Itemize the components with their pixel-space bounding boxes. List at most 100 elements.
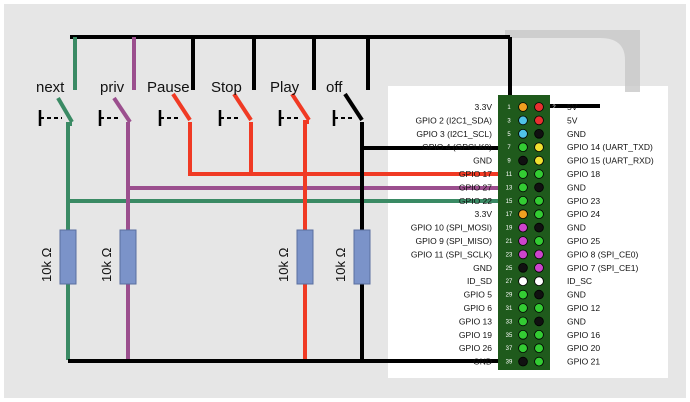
gpio-pin-right bbox=[534, 222, 544, 233]
resistor-play bbox=[296, 229, 314, 285]
gpio-pin-right bbox=[534, 182, 544, 193]
pin-label-right: GND bbox=[567, 290, 586, 300]
pin-label-left: 3.3V bbox=[475, 209, 493, 219]
gpio-pin-left bbox=[518, 356, 528, 367]
gpio-pin-left bbox=[518, 142, 528, 153]
pin-label-right: GPIO 12 bbox=[567, 303, 600, 313]
pin-number-right: 32 bbox=[551, 306, 558, 312]
pin-label-right: GPIO 20 bbox=[567, 343, 600, 353]
resistor-label-off: 10k Ω bbox=[333, 247, 348, 282]
resistor-off bbox=[353, 229, 371, 285]
pin-number-left: 33 bbox=[506, 319, 513, 325]
gpio-pin-left bbox=[518, 196, 528, 206]
pin-number-right: 2 bbox=[552, 105, 556, 111]
switch-next bbox=[38, 96, 74, 126]
gpio-pin-right bbox=[534, 316, 544, 327]
gpio-pin-left bbox=[518, 209, 528, 220]
pin-number-right: 34 bbox=[551, 319, 558, 325]
gpio-pin-right bbox=[534, 289, 544, 300]
gpio-pin-right bbox=[534, 329, 544, 340]
pin-number-right: 4 bbox=[552, 118, 556, 124]
pin-number-right: 28 bbox=[551, 279, 558, 285]
pin-number-right: 8 bbox=[552, 145, 556, 151]
pin-label-left: 3.3V bbox=[475, 102, 493, 112]
pin-label-right: GPIO 18 bbox=[567, 169, 600, 179]
gpio-pin-left bbox=[518, 222, 528, 233]
gpio-pin-left bbox=[518, 329, 528, 340]
pin-label-left: GND bbox=[473, 156, 492, 166]
gpio-pin-left bbox=[518, 262, 528, 273]
switch-pause bbox=[158, 92, 192, 126]
pin-number-right: 20 bbox=[551, 226, 558, 232]
pin-number-right: 18 bbox=[551, 212, 558, 218]
gpio-pin-right bbox=[534, 343, 544, 354]
gpio-pin-right bbox=[534, 236, 544, 246]
pin-label-right: ID_SC bbox=[567, 276, 592, 286]
pin-number-left: 23 bbox=[506, 252, 513, 258]
resistor-label-play: 10k Ω bbox=[276, 247, 291, 282]
pin-label-left: GPIO 27 bbox=[459, 182, 492, 192]
pin-number-right: 22 bbox=[551, 239, 558, 245]
switch-priv bbox=[98, 96, 132, 126]
pin-label-left: GND bbox=[473, 263, 492, 273]
gpio-pin-right bbox=[534, 142, 544, 153]
pin-number-right: 36 bbox=[551, 333, 558, 339]
gpio-pin-left bbox=[518, 249, 528, 260]
gpio-pin-left bbox=[518, 289, 528, 300]
pause-wire bbox=[188, 122, 500, 176]
gpio-pin-right bbox=[534, 356, 544, 367]
button-label-play: Play bbox=[270, 79, 300, 96]
gpio-pin-left bbox=[518, 169, 528, 179]
pin-number-right: 6 bbox=[552, 132, 556, 138]
pin-number-left: 21 bbox=[506, 239, 513, 245]
gpio-pin-right bbox=[534, 209, 544, 220]
gpio-pin-right bbox=[534, 262, 544, 273]
pin-label-left: GPIO 26 bbox=[459, 343, 492, 353]
pin-label-left: GPIO 5 bbox=[464, 290, 493, 300]
cable-smudge bbox=[505, 30, 640, 92]
button-label-pause: Pause bbox=[147, 79, 190, 96]
pin-label-right: GPIO 23 bbox=[567, 196, 600, 206]
gpio-pin-right bbox=[534, 155, 544, 166]
pin-label-left: GPIO 4 (GPCLK0) bbox=[422, 142, 492, 152]
pin-number-left: 25 bbox=[506, 266, 513, 272]
button-label-stop: Stop bbox=[211, 79, 242, 96]
switch-off bbox=[332, 92, 364, 126]
pin-number-right: 24 bbox=[551, 252, 558, 258]
pin-label-left: GPIO 3 (I2C1_SCL) bbox=[416, 129, 492, 139]
pin-label-right: GND bbox=[567, 129, 586, 139]
pin-label-left: GPIO 19 bbox=[459, 330, 492, 340]
pin-label-right: GND bbox=[567, 316, 586, 326]
pin-label-left: GPIO 13 bbox=[459, 316, 492, 326]
pin-number-left: 13 bbox=[506, 185, 513, 191]
gpio-pin-left bbox=[518, 316, 528, 327]
pin-label-left: GPIO 6 bbox=[464, 303, 493, 313]
pin-label-left: GPIO 2 (I2C1_SDA) bbox=[415, 115, 492, 125]
gpio-pin-left bbox=[518, 303, 528, 313]
pin-number-right: 14 bbox=[551, 185, 558, 191]
pin-label-right: GPIO 25 bbox=[567, 236, 600, 246]
pin-label-right: GPIO 14 (UART_TXD) bbox=[567, 142, 653, 152]
gpio-pin-right bbox=[534, 249, 544, 260]
pin-number-left: 39 bbox=[506, 360, 513, 366]
gpio-pin-right bbox=[534, 115, 544, 126]
gpio-pin-right bbox=[534, 276, 544, 287]
gpio-pin-left bbox=[518, 115, 528, 126]
pin-number-left: 31 bbox=[506, 306, 513, 312]
pin-number-left: 37 bbox=[506, 346, 513, 352]
resistor-next bbox=[59, 229, 77, 285]
pin-number-right: 16 bbox=[551, 199, 558, 205]
pin-number-left: 3 bbox=[507, 118, 511, 124]
pin-number-left: 27 bbox=[506, 279, 513, 285]
pin-label-right: GPIO 8 (SPI_CE0) bbox=[567, 249, 638, 259]
pin-label-right: GPIO 7 (SPI_CE1) bbox=[567, 263, 638, 273]
pin-label-left: GPIO 22 bbox=[459, 196, 492, 206]
pin-label-left: GPIO 17 bbox=[459, 169, 492, 179]
button-label-priv: priv bbox=[100, 79, 125, 96]
pin-number-left: 17 bbox=[506, 212, 513, 218]
pin-label-left: GND bbox=[473, 357, 492, 367]
pin-number-left: 19 bbox=[506, 226, 513, 232]
pin-label-right: 5V bbox=[567, 102, 578, 112]
